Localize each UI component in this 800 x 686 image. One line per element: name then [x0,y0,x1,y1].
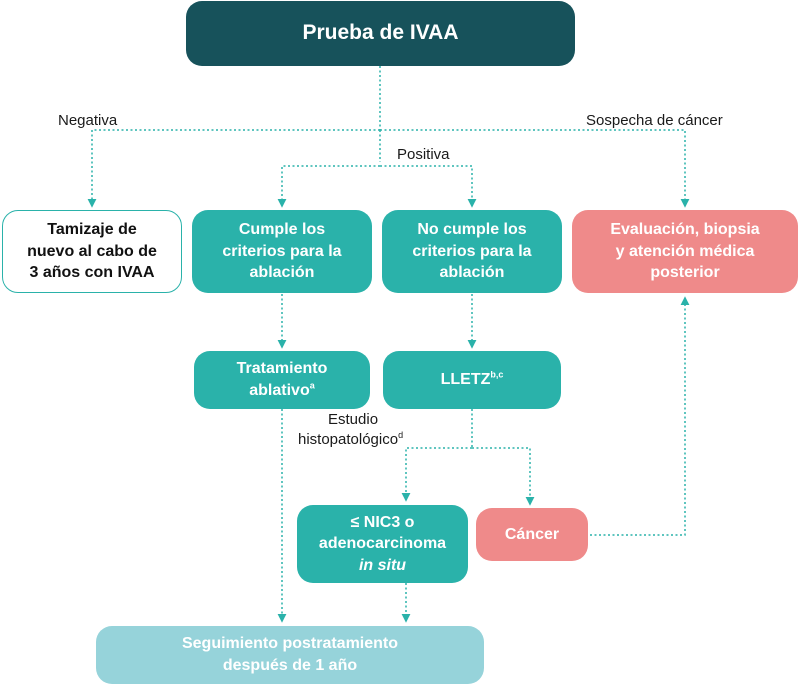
followup-node: Seguimiento postratamiento después de 1 … [96,626,484,684]
histo-line-1: Estudio [328,411,379,428]
lletz-node: LLETZb,c [383,351,561,409]
cin3-line-3: in situ [358,556,407,574]
connector-suspect [380,129,690,208]
connector-histo-cin3 [401,447,472,502]
ablative-treatment-node: Tratamiento ablativoa [194,351,370,409]
histo-footnote: d [398,430,404,441]
histopathology-label: Estudio histopatológicod [298,410,403,451]
rescreen-line-1: Tamizaje de [47,221,137,239]
cancer-label: Cáncer [504,525,560,543]
lletz-label: LLETZ [440,371,491,389]
cin3-line-2: adenocarcinoma [318,535,447,553]
rescreen-line-2: nuevo al cabo de [27,242,157,260]
eligible-line-3: ablación [249,264,315,282]
connector-negative [87,129,380,208]
suspect-cancer-label: Sospecha de cáncer [586,112,723,129]
histo-line-2: histopatológico [298,431,399,449]
eligible-line-2: criterios para la [222,242,342,260]
eligible-ablation-node: Cumple los criterios para la ablación [192,210,372,293]
connector-cancer-evaluation [590,296,690,536]
followup-line-1: Seguimiento postratamiento [181,635,399,653]
eligible-line-1: Cumple los [238,221,326,239]
evaluation-node: Evaluación, biopsia y atención médica po… [572,210,798,293]
evaluation-line-2: y atención médica [615,242,755,260]
connector-positive-not-eligible [380,165,477,208]
negative-label: Negativa [58,112,118,129]
ivaa-test-label: Prueba de IVAA [302,21,459,45]
lletz-footnote: b,c [490,369,504,380]
connector-histo-cancer [472,447,535,506]
not-eligible-ablation-node: No cumple los criterios para la ablación [382,210,562,293]
ivaa-test-node: Prueba de IVAA [186,1,575,66]
ablative-line-2: ablativo [249,382,310,399]
not-eligible-line-3: ablación [439,264,505,282]
cin3-node: ≤ NIC3 o adenocarcinoma in situ [297,505,468,583]
ablative-line-1: Tratamiento [236,360,328,378]
cancer-node: Cáncer [476,508,588,561]
not-eligible-line-2: criterios para la [412,242,532,260]
evaluation-line-3: posterior [650,264,720,282]
rescreen-line-3: 3 años con IVAA [29,264,155,282]
ablative-footnote: a [309,380,315,391]
rescreen-node: Tamizaje de nuevo al cabo de 3 años con … [2,210,182,293]
evaluation-line-1: Evaluación, biopsia [610,221,760,239]
followup-line-2: después de 1 año [222,657,358,674]
not-eligible-line-1: No cumple los [417,221,527,239]
cin3-line-1: ≤ NIC3 o [350,513,415,531]
positive-label: Positiva [397,146,450,163]
connector-positive-eligible [277,165,380,208]
